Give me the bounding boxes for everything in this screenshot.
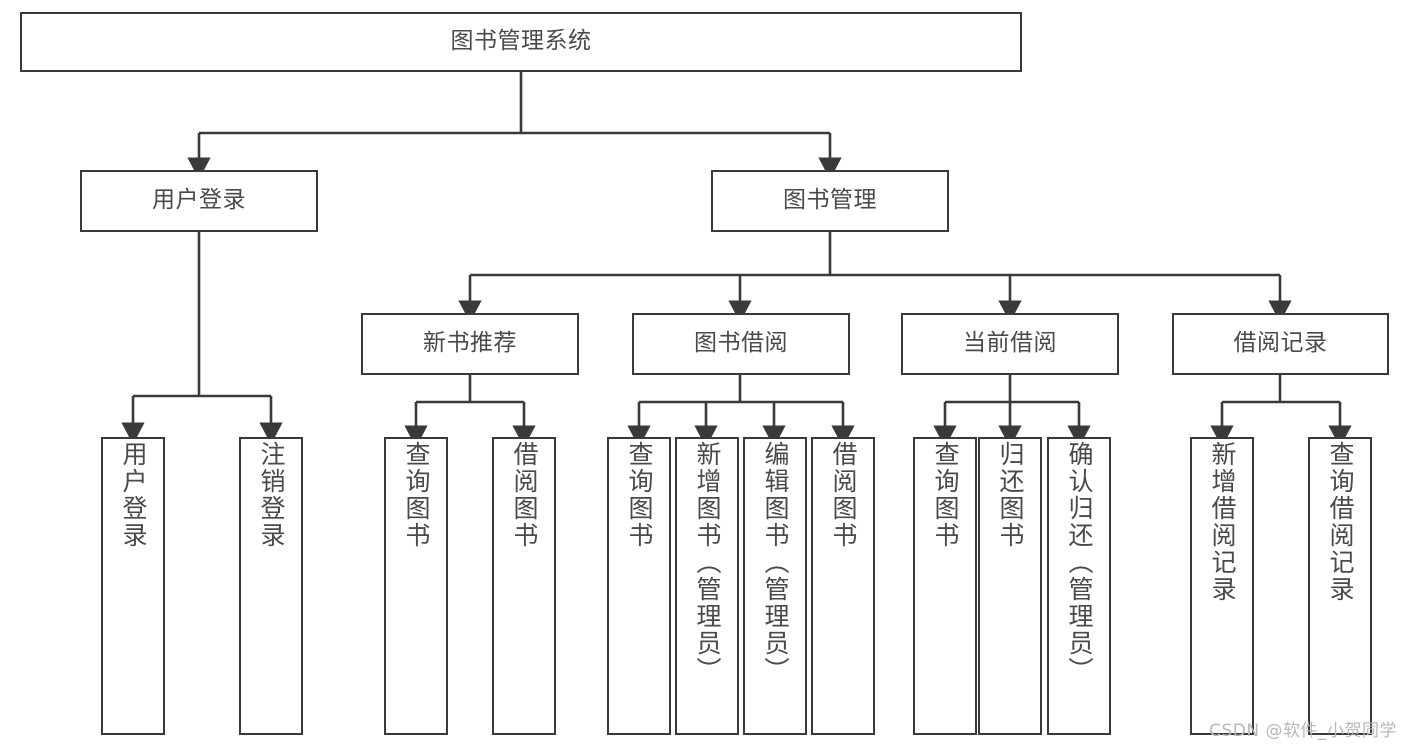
leaf-borrow-book[interactable]: 借阅图书 — [811, 437, 875, 735]
node-book-management[interactable]: 图书管理 — [711, 170, 949, 232]
node-label: 借阅图书 — [510, 441, 539, 549]
node-label: 用户登录 — [119, 441, 148, 549]
leaf-query-book-borrow[interactable]: 查询图书 — [607, 437, 671, 735]
node-label: 借阅图书 — [829, 441, 858, 549]
node-label: 新增借阅记录 — [1208, 441, 1237, 603]
leaf-add-borrow-record[interactable]: 新增借阅记录 — [1190, 437, 1254, 735]
leaf-logout[interactable]: 注销登录 — [239, 437, 303, 735]
node-label: 注销登录 — [257, 441, 286, 549]
node-label: 借阅记录 — [1233, 330, 1328, 357]
node-label: 用户登录 — [152, 187, 246, 214]
leaf-return-book[interactable]: 归还图书 — [978, 437, 1042, 735]
node-label: 查询借阅记录 — [1326, 441, 1355, 603]
node-borrow-record[interactable]: 借阅记录 — [1172, 313, 1389, 375]
node-root-system[interactable]: 图书管理系统 — [20, 12, 1022, 72]
node-label: 当前借阅 — [963, 330, 1057, 357]
leaf-edit-book-admin[interactable]: 编辑图书（管理员） — [743, 437, 807, 735]
leaf-query-borrow-record[interactable]: 查询借阅记录 — [1308, 437, 1372, 735]
node-label: 查询图书 — [931, 441, 960, 549]
node-label: 确认归还（管理员） — [1065, 441, 1094, 684]
node-user-login[interactable]: 用户登录 — [80, 170, 318, 232]
leaf-query-book-new[interactable]: 查询图书 — [384, 437, 448, 735]
node-label: 编辑图书（管理员） — [761, 441, 790, 684]
node-label: 图书管理 — [783, 187, 877, 214]
leaf-confirm-return-admin[interactable]: 确认归还（管理员） — [1047, 437, 1111, 735]
node-new-book-recommend[interactable]: 新书推荐 — [361, 313, 579, 375]
node-label: 图书管理系统 — [450, 28, 592, 55]
node-label: 归还图书 — [996, 441, 1025, 549]
node-current-borrow[interactable]: 当前借阅 — [901, 313, 1119, 375]
node-label: 查询图书 — [402, 441, 431, 549]
node-label: 查询图书 — [625, 441, 654, 549]
leaf-user-login[interactable]: 用户登录 — [101, 437, 165, 735]
leaf-query-book-current[interactable]: 查询图书 — [913, 437, 977, 735]
node-label: 新增图书（管理员） — [693, 441, 722, 684]
leaf-add-book-admin[interactable]: 新增图书（管理员） — [675, 437, 739, 735]
node-label: 新书推荐 — [423, 330, 517, 357]
watermark-text: CSDN @软件_小贺同学 — [1209, 721, 1397, 741]
leaf-borrow-book-new[interactable]: 借阅图书 — [492, 437, 556, 735]
node-book-borrow[interactable]: 图书借阅 — [632, 313, 850, 375]
node-label: 图书借阅 — [694, 330, 788, 357]
